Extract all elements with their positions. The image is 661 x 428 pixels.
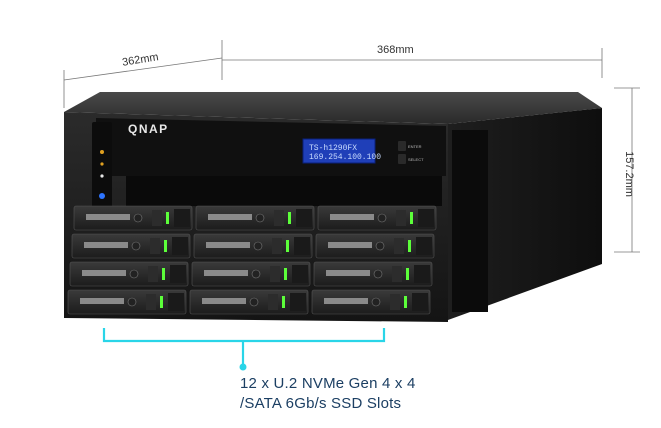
drive-led-icon <box>288 212 291 224</box>
height-dimension: 157.2mm <box>622 151 635 197</box>
brand-logo: QNAP <box>128 122 169 136</box>
lcd-line-2: 169.254.100.100 <box>309 153 381 162</box>
drive-tray[interactable] <box>189 289 309 315</box>
drive-tray[interactable] <box>315 233 435 259</box>
drive-led-icon <box>284 268 287 280</box>
select-button[interactable] <box>398 154 406 164</box>
slots-bracket <box>102 328 386 366</box>
drive-tray[interactable] <box>67 289 187 315</box>
front-vent <box>452 130 488 312</box>
drive-tray[interactable] <box>71 233 191 259</box>
chassis-top <box>64 92 602 124</box>
width-dimension: 368mm <box>377 44 414 56</box>
bracket-dot-icon <box>239 363 247 371</box>
drive-tray[interactable] <box>311 289 431 315</box>
drive-tray[interactable] <box>195 205 315 231</box>
drive-led-icon <box>406 268 409 280</box>
lcd-panel <box>302 138 376 164</box>
lcd-line-1: TS-h1290FX <box>309 144 357 153</box>
drive-tray[interactable] <box>317 205 437 231</box>
drive-led-icon <box>282 296 285 308</box>
status-led-icon <box>100 150 104 154</box>
drive-bays <box>67 205 437 315</box>
drive-tray[interactable] <box>69 261 189 287</box>
select-button-label: SELECT <box>408 157 424 162</box>
drive-tray[interactable] <box>73 205 193 231</box>
caption-line-1: 12 x U.2 NVMe Gen 4 x 4 <box>240 375 416 392</box>
enter-button-label: ENTER <box>408 144 422 149</box>
drive-led-icon <box>166 212 169 224</box>
power-button-icon <box>99 193 105 199</box>
caption-line-2: /SATA 6Gb/s SSD Slots <box>240 395 402 412</box>
drive-tray[interactable] <box>193 233 313 259</box>
enter-button[interactable] <box>398 141 406 151</box>
drive-led-icon <box>160 296 163 308</box>
dimension-lines <box>63 40 640 253</box>
drive-tray[interactable] <box>313 261 433 287</box>
drive-led-icon <box>408 240 411 252</box>
drive-led-icon <box>286 240 289 252</box>
usb-led-icon <box>100 174 104 178</box>
drive-led-icon <box>164 240 167 252</box>
drive-led-icon <box>410 212 413 224</box>
drive-led-icon <box>404 296 407 308</box>
bay-cavity <box>126 176 442 206</box>
status-strip <box>92 122 112 210</box>
drive-tray[interactable] <box>191 261 311 287</box>
slots-caption: 12 x U.2 NVMe Gen 4 x 4 /SATA 6Gb/s SSD … <box>240 374 416 414</box>
warning-led-icon <box>100 162 104 166</box>
drive-led-icon <box>162 268 165 280</box>
